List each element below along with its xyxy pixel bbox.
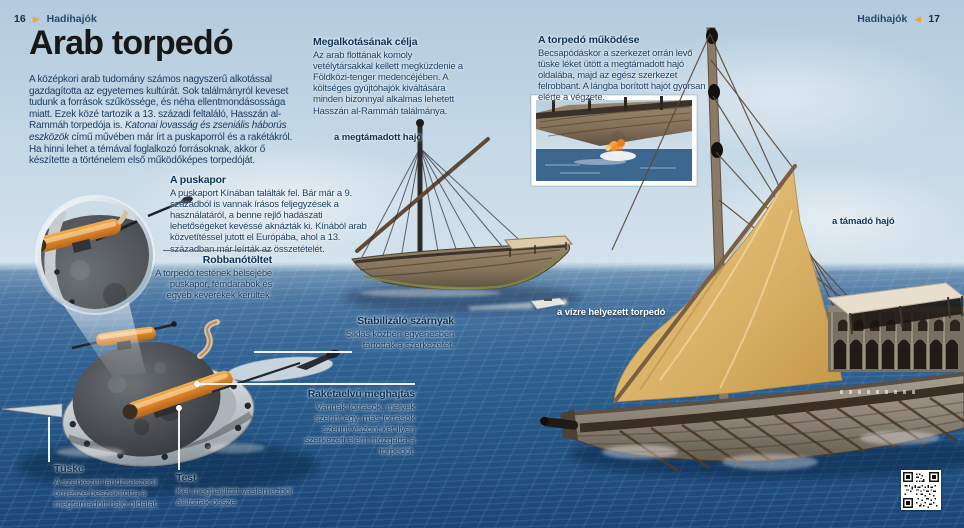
callout-spike: Tüske A szerkezet lándzsaszerű orrrésze … — [54, 463, 176, 510]
callout-body-body: Két meghajlított vaslemezből állították … — [176, 486, 292, 509]
callout-fins: Stabilizáló szárnyak Siklás közben egyen… — [330, 315, 454, 351]
header-arrow-left-icon: ◀ — [914, 13, 922, 24]
section-operation: A torpedó működése Becsapódáskor a szerk… — [538, 34, 706, 104]
page-header-left: 16 ▶ Hadihajók — [14, 13, 97, 25]
cloud — [18, 92, 208, 147]
magnifier-inset — [35, 195, 193, 376]
cloud — [120, 138, 450, 248]
callout-propulsion-body: Vannak források, melyek szerint egy, más… — [304, 402, 416, 458]
section-gunpowder-heading: A puskapor — [170, 174, 226, 186]
deployed-torpedo-illustration — [468, 297, 567, 310]
callout-fins-heading: Stabilizáló szárnyak — [357, 315, 454, 327]
leader-line-explosive — [163, 250, 272, 251]
section-operation-body: Becsapódáskor a szerkezet orrán levő tüs… — [538, 48, 706, 104]
leader-line-spike — [48, 417, 50, 462]
page-number-right: 17 — [928, 13, 940, 25]
intro-text-1: A középkori arab tudomány számos nagysze… — [29, 74, 289, 132]
leader-line-fins — [254, 351, 352, 353]
callout-propulsion-heading: Rakétaelvű meghajtás — [307, 388, 415, 400]
article-title: Arab torpedó — [29, 24, 234, 62]
callout-body-heading: Test — [176, 472, 197, 484]
leader-line-body — [178, 409, 180, 470]
page-number-left: 16 — [14, 13, 26, 25]
callout-explosive-heading: Robbanótöltet — [202, 254, 272, 266]
intro-book-title: Katonai lovasság és zseniális háborús es… — [29, 120, 287, 143]
intro-text-2: című művében már írt a puskaporról és a … — [29, 131, 293, 167]
label-deployed-torpedo: a vízre helyezett torpedó — [557, 307, 666, 318]
section-operation-heading: A torpedó működése — [538, 34, 640, 46]
section-title-left: Hadihajók — [46, 13, 97, 25]
callout-propulsion: Rakétaelvű meghajtás Vannak források, me… — [287, 388, 416, 458]
qr-code — [901, 470, 941, 510]
torpedo-device-illustration — [1, 319, 340, 494]
article-intro: A középkori arab tudomány számos nagysze… — [29, 74, 293, 167]
leader-dot-body — [176, 405, 182, 411]
section-purpose: Megalkotásának célja Az arab flottának k… — [313, 36, 465, 117]
callout-spike-body: A szerkezet lándzsaszerű orrrésze beszak… — [54, 477, 159, 511]
attacking-ship-illustration — [540, 27, 964, 479]
label-attacked-ship: a megtámadott hajó — [334, 132, 422, 143]
leader-dot-propulsion — [194, 381, 200, 387]
page-header-right: Hadihajók ◀ 17 — [857, 13, 940, 25]
callout-explosive: Robbanótöltet A torpedó testének belsejé… — [148, 254, 272, 301]
section-gunpowder: A puskapor A puskaport Kínában találták … — [170, 174, 368, 255]
callout-fins-body: Siklás közben egyenesben tartották a sze… — [345, 329, 454, 352]
section-purpose-heading: Megalkotásának célja — [313, 36, 418, 48]
section-gunpowder-body: A puskaport Kínában találták fel. Bár má… — [170, 188, 367, 255]
header-arrow-right-icon: ▶ — [32, 13, 40, 24]
section-title-right: Hadihajók — [857, 13, 908, 25]
callout-spike-heading: Tüske — [54, 463, 84, 475]
callout-body: Test Két meghajlított vaslemezből állíto… — [176, 472, 316, 508]
qr-code-pattern — [903, 472, 939, 508]
leader-line-propulsion — [199, 383, 415, 385]
attacked-ship-illustration — [344, 119, 580, 313]
label-attacking-ship: a támadó hajó — [832, 216, 895, 227]
callout-explosive-body: A torpedó testének belsejébe puskapor, f… — [155, 268, 272, 302]
section-purpose-body: Az arab flottának komoly vetélytársakkal… — [313, 50, 463, 117]
operation-inset-image — [530, 94, 698, 187]
